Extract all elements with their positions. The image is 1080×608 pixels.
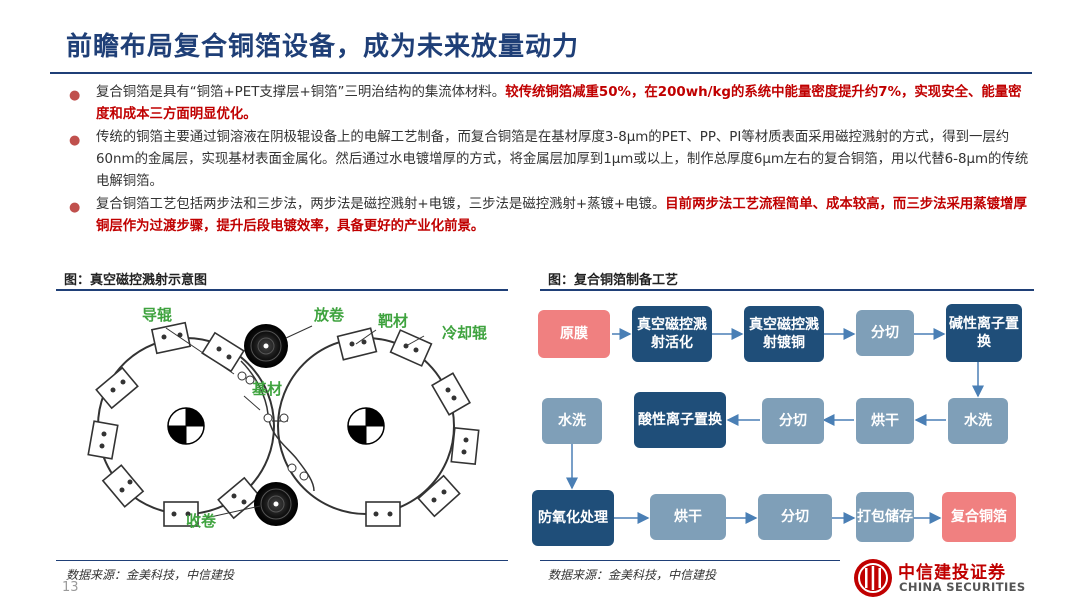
step-slitting-2: 分切 [762, 398, 824, 444]
source-right: 数据来源：金美科技，中信建投 [548, 568, 717, 582]
company-logo: 中信建投证券 CHINA SECURITIES [852, 556, 1037, 600]
figure-right-caption: 图：复合铜箔制备工艺 [548, 273, 679, 288]
title-divider [50, 72, 1032, 74]
label-substrate: 基材 [251, 380, 282, 398]
flow-arrows [566, 328, 984, 524]
bullet-text: 传统的铜箔主要通过铜溶液在阴极辊设备上的电解工艺制备，而复合铜箔是在基材厚度3-… [96, 130, 1029, 189]
page-number: 13 [62, 580, 79, 595]
step-sputter-activation: 真空磁控溅射活化 [632, 306, 712, 362]
logo-name-cn: 中信建投证券 [898, 563, 1006, 583]
sputtering-diagram-svg: 导辊 放卷 靶材 冷却辊 基材 收卷 [87, 306, 487, 530]
logo-emblem-icon [854, 559, 892, 597]
label-rewind: 收卷 [186, 512, 217, 530]
bullet-dot-icon: ● [69, 200, 81, 215]
step-composite-copper-foil: 复合铜箔 [942, 492, 1016, 542]
bullet-item-3: ● 复合铜箔工艺包括两步法和三步法，两步法是磁控溅射+电镀，三步法是磁控溅射+蒸… [66, 194, 1034, 238]
bullet-highlight: 目前两步法工艺流程简单、成本较高，而三步法采用蒸镀增厚铜层作为过渡步骤，提升后段… [96, 197, 1027, 234]
step-alkaline-exchange: 碱性离子置换 [946, 304, 1022, 362]
unwind-roll [244, 324, 288, 368]
bullet-item-1: ● 复合铜箔是具有“铜箔+PET支撑层+铜箔”三明治结构的集流体材料。较传统铜箔… [66, 82, 1034, 126]
step-wash-1: 水洗 [948, 398, 1008, 444]
bullet-dot-icon: ● [69, 133, 81, 148]
figure-left-caption: 图：真空磁控溅射示意图 [64, 273, 208, 288]
source-left-rule [56, 560, 508, 561]
figure-left-rule [56, 289, 508, 291]
label-cooling-roll: 冷却辊 [442, 324, 487, 342]
bullet-text: 复合铜箔是具有“铜箔+PET支撑层+铜箔”三明治结构的集流体材料。 [96, 85, 506, 100]
step-anti-oxidation: 防氧化处理 [532, 490, 614, 546]
slide-title: 前瞻布局复合铜箔设备，成为未来放量动力 [66, 32, 580, 62]
cooling-drum-left [97, 337, 275, 515]
step-dry-2: 烘干 [650, 494, 726, 540]
bullet-highlight: 较传统铜箔减重50%，在200wh/kg的系统中能量密度提升约7%，实现安全、能… [96, 85, 1022, 122]
step-slitting-3: 分切 [758, 494, 832, 540]
sputtering-diagram: 导辊 放卷 靶材 冷却辊 基材 收卷 [56, 296, 506, 558]
step-sputter-copper: 真空磁控溅射镀铜 [744, 306, 824, 362]
label-guide-roll: 导辊 [142, 306, 172, 324]
rewind-roll [254, 482, 298, 526]
step-dry-1: 烘干 [856, 398, 914, 444]
step-slitting-1: 分切 [856, 310, 914, 356]
label-target: 靶材 [378, 312, 408, 330]
bullet-text: 复合铜箔工艺包括两步法和三步法，两步法是磁控溅射+电镀，三步法是磁控溅射+蒸镀+… [96, 197, 666, 212]
step-acid-exchange: 酸性离子置换 [634, 392, 726, 448]
bullet-item-2: ● 传统的铜箔主要通过铜溶液在阴极辊设备上的电解工艺制备，而复合铜箔是在基材厚度… [66, 127, 1034, 193]
label-unwind: 放卷 [313, 306, 345, 324]
source-left: 数据来源：金美科技，中信建投 [66, 568, 235, 582]
step-raw-film: 原膜 [538, 310, 610, 358]
step-pack-store: 打包储存 [856, 492, 914, 542]
cooling-drum-right [277, 337, 455, 515]
logo-name-en: CHINA SECURITIES [899, 580, 1026, 594]
figure-right-rule [540, 289, 1034, 291]
source-right-rule [540, 560, 840, 561]
bullet-list: ● 复合铜箔是具有“铜箔+PET支撑层+铜箔”三明治结构的集流体材料。较传统铜箔… [66, 82, 1034, 239]
step-wash-2: 水洗 [542, 398, 602, 444]
target-blocks-left [87, 321, 261, 527]
process-flow-diagram: 原膜 真空磁控溅射活化 真空磁控溅射镀铜 分切 碱性离子置换 水洗 烘干 分切 … [520, 296, 1040, 560]
bullet-dot-icon: ● [69, 88, 81, 103]
